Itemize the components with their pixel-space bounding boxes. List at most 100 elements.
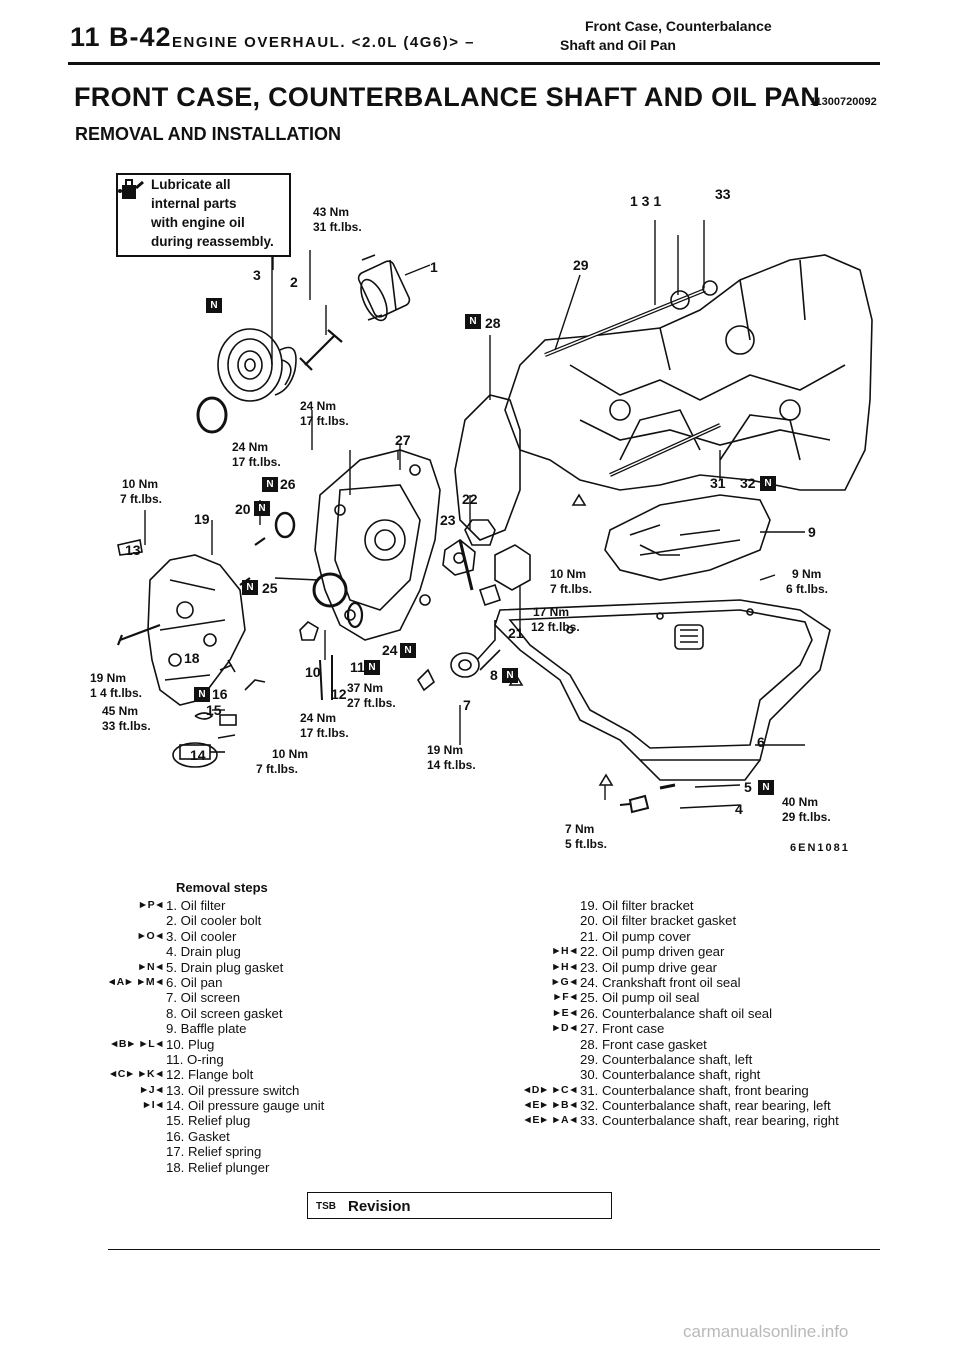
- removal-step: ►D◄27. Front case: [551, 1021, 900, 1037]
- leader-lines: [144, 220, 805, 809]
- removal-step: ►H◄22. Oil pump driven gear: [551, 944, 900, 959]
- removal-step: ►I◄14. Oil pressure gauge unit: [142, 1098, 462, 1114]
- torque-nm: 43 Nm: [313, 205, 350, 219]
- step-reference-marks: ►P◄: [137, 899, 165, 911]
- callout-131: 1 3 1: [630, 193, 662, 209]
- step-text: 14. Oil pressure gauge unit: [166, 1098, 325, 1114]
- oil-cooler-gasket-drawing: [196, 396, 228, 434]
- new-part-badge: N: [242, 580, 258, 595]
- new-part-badge: N: [194, 687, 210, 702]
- removal-step: ►G◄24. Crankshaft front oil seal: [551, 975, 900, 990]
- torque-nm: 19 Nm: [427, 743, 464, 757]
- step-text: 2. Oil cooler bolt: [166, 913, 262, 929]
- crankshaft-oil-seal-drawing: [312, 572, 348, 608]
- step-text: 25. Oil pump oil seal: [580, 990, 700, 1006]
- callout-15: 15: [206, 702, 222, 718]
- callout-11: 11: [350, 659, 365, 675]
- removal-step: 7. Oil screen: [166, 990, 462, 1005]
- removal-step: 17. Relief spring: [166, 1144, 462, 1159]
- step-text: 17. Relief spring: [166, 1144, 262, 1160]
- callout-24: 25: [262, 580, 278, 596]
- step-reference-marks: ►J◄: [138, 1083, 165, 1096]
- front-case-drawing: [314, 449, 441, 641]
- step-text: 27. Front case: [580, 1021, 665, 1037]
- oil-pressure-gauge-drawing: [172, 742, 225, 768]
- torque-nm: 10 Nm: [122, 477, 159, 491]
- page-title: FRONT CASE, COUNTERBALANCE SHAFT AND OIL…: [74, 82, 821, 112]
- torque-lbs: 7 ft.lbs.: [550, 582, 593, 596]
- plug-drawing: [299, 620, 319, 641]
- exploded-diagram: Lubricate all internal parts with engine…: [90, 160, 880, 880]
- step-text: 7. Oil screen: [166, 990, 241, 1006]
- relief-valve-drawing: [194, 659, 266, 726]
- step-text: 21. Oil pump cover: [580, 928, 691, 944]
- step-reference-marks: ◄E► ►A◄: [522, 1114, 578, 1127]
- step-text: 26. Counterbalance shaft oil seal: [580, 1005, 773, 1021]
- removal-step: 20. Oil filter bracket gasket: [580, 913, 900, 928]
- step-text: 10. Plug: [166, 1036, 215, 1052]
- new-part-badge: N: [502, 668, 518, 683]
- flange-bolt-drawing: [319, 655, 333, 701]
- counterbalance-oil-seal-drawing: [274, 511, 296, 539]
- callout-16: 16: [212, 686, 228, 702]
- removal-step: 8. Oil screen gasket: [166, 1006, 462, 1021]
- torque-nm: 45 Nm: [102, 704, 139, 718]
- step-text: 20. Oil filter bracket gasket: [580, 913, 737, 929]
- torque-nm: 7 Nm: [565, 822, 595, 836]
- torque-lbs: 17 ft.lbs.: [300, 414, 349, 428]
- removal-step: ►J◄13. Oil pressure switch: [139, 1082, 462, 1098]
- note-line-1: Lubricate all: [151, 177, 231, 192]
- oil-filter-drawing: [357, 254, 411, 322]
- step-text: 31. Counterbalance shaft, front bearing: [580, 1082, 809, 1098]
- step-text: 30. Counterbalance shaft, right: [580, 1067, 761, 1083]
- step-reference-marks: ►H◄: [551, 960, 578, 973]
- step-text: 13. Oil pressure switch: [166, 1082, 300, 1098]
- oil-pressure-switch-drawing: [117, 539, 143, 556]
- callout-26: 26: [280, 476, 296, 492]
- torque-nm: 37 Nm: [347, 681, 384, 695]
- bolt-drawing: [116, 623, 161, 646]
- oil-pan-drawing: [494, 599, 831, 781]
- step-text: 15. Relief plug: [166, 1113, 251, 1129]
- callout-13: 13: [125, 542, 141, 558]
- step-text: 5. Drain plug gasket: [166, 959, 284, 975]
- callout-27: 27: [395, 432, 411, 448]
- torque-lbs: 29 ft.lbs.: [782, 810, 831, 824]
- callout-21: 21: [508, 625, 524, 641]
- removal-step: 9. Baffle plate: [166, 1021, 462, 1036]
- callout-25: 24: [382, 642, 398, 658]
- step-text: 32. Counterbalance shaft, rear bearing, …: [580, 1098, 831, 1114]
- torque-nm: 10 Nm: [550, 567, 587, 581]
- removal-step: 28. Front case gasket: [580, 1037, 900, 1052]
- lubrication-note: Lubricate all internal parts with engine…: [116, 173, 291, 257]
- removal-step: ►P◄1. Oil filter: [138, 898, 462, 913]
- oil-pump-cover-drawing: [494, 544, 531, 591]
- callout-2: 2: [290, 274, 298, 290]
- new-part-badge: N: [364, 660, 380, 675]
- callout-14: 14: [190, 747, 206, 763]
- callout-18: 18: [184, 650, 200, 666]
- removal-step: 19. Oil filter bracket: [580, 898, 900, 913]
- note-line-2: internal parts: [151, 196, 237, 211]
- torque-lbs: 33 ft.lbs.: [102, 719, 151, 733]
- removal-step: ◄B► ►L◄10. Plug: [109, 1036, 462, 1052]
- note-line-4: during reassembly.: [151, 234, 274, 249]
- callout-4: 4: [735, 801, 743, 817]
- torque-lbs: 12 ft.lbs.: [531, 620, 580, 634]
- oil-screen-drawing: [450, 620, 501, 678]
- step-reference-marks: ►O◄: [136, 929, 165, 942]
- removal-step: 18. Relief plunger: [166, 1160, 462, 1175]
- callout-9: 9: [808, 524, 816, 540]
- oil-screen-gasket-drawing: [478, 583, 502, 607]
- step-text: 11. O-ring: [166, 1051, 224, 1067]
- tsb-prefix: TSB: [316, 1201, 336, 1212]
- torque-nm: 40 Nm: [782, 795, 819, 809]
- torque-nm: 10 Nm: [272, 747, 309, 761]
- step-text: 16. Gasket: [166, 1128, 230, 1144]
- drain-plug-gasket-drawing: [659, 783, 676, 790]
- step-reference-marks: ►N◄: [137, 960, 164, 973]
- step-reference-marks: ►I◄: [141, 1099, 165, 1112]
- document-number: 11300720092: [810, 96, 877, 108]
- o-ring-drawing: [346, 601, 364, 629]
